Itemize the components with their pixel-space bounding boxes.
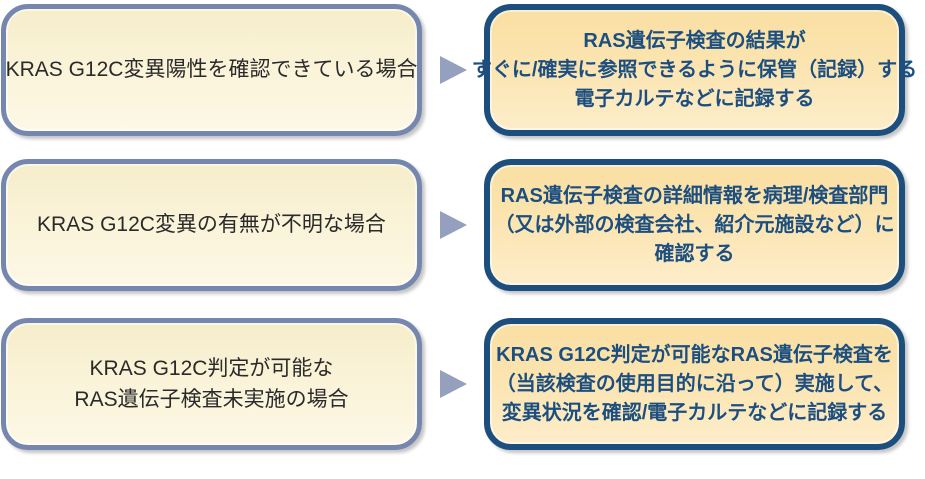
flow-row-2: KRAS G12C変異の有無が不明な場合 RAS遺伝子検査の詳細情報を病理/検査… xyxy=(1,159,925,291)
arrow-cell-3 xyxy=(422,318,484,450)
condition-text-line: KRAS G12C変異の有無が不明な場合 xyxy=(37,213,386,237)
arrow-right-icon xyxy=(439,56,467,84)
condition-box-2: KRAS G12C変異の有無が不明な場合 xyxy=(1,159,422,291)
arrow-right-icon xyxy=(439,211,467,239)
action-box-3: KRAS G12C判定が可能なRAS遺伝子検査を （当該検査の使用目的に沿って）… xyxy=(484,318,905,450)
flow-row-1: KRAS G12C変異陽性を確認できている場合 RAS遺伝子検査の結果が すぐに… xyxy=(1,4,925,136)
action-text-line: 確認する xyxy=(654,242,735,265)
flow-row-3: KRAS G12C判定が可能な RAS遺伝子検査未実施の場合 KRAS G12C… xyxy=(1,318,925,450)
action-box-1: RAS遺伝子検査の結果が すぐに/確実に参照できるように保管（記録）する 電子カ… xyxy=(472,4,917,136)
action-box-2: RAS遺伝子検査の詳細情報を病理/検査部門 （又は外部の検査会社、紹介元施設など… xyxy=(484,159,905,291)
action-text-line: すぐに/確実に参照できるように保管（記録）する xyxy=(471,58,918,81)
arrow-cell-2 xyxy=(422,159,484,291)
condition-text-line: KRAS G12C変異陽性を確認できている場合 xyxy=(5,58,418,82)
action-text-line: KRAS G12C判定が可能なRAS遺伝子検査を xyxy=(496,343,893,366)
condition-box-3: KRAS G12C判定が可能な RAS遺伝子検査未実施の場合 xyxy=(1,318,422,450)
action-text-line: 電子カルテなどに記録する xyxy=(574,87,815,110)
action-text-line: 変異状況を確認/電子カルテなどに記録する xyxy=(501,401,888,424)
action-text-line: RAS遺伝子検査の結果が xyxy=(583,29,806,52)
arrow-right-icon xyxy=(439,370,467,398)
action-text-line: （又は外部の検査会社、紹介元施設など）に xyxy=(494,213,895,236)
condition-box-1: KRAS G12C変異陽性を確認できている場合 xyxy=(1,4,422,136)
arrow-cell-1 xyxy=(422,4,484,136)
action-text-line: RAS遺伝子検査の詳細情報を病理/検査部門 xyxy=(500,184,889,207)
condition-text-line: KRAS G12C判定が可能な xyxy=(89,356,334,380)
action-text-line: （当該検査の使用目的に沿って）実施して、 xyxy=(495,372,894,395)
condition-text-line: RAS遺伝子検査未実施の場合 xyxy=(74,388,349,411)
